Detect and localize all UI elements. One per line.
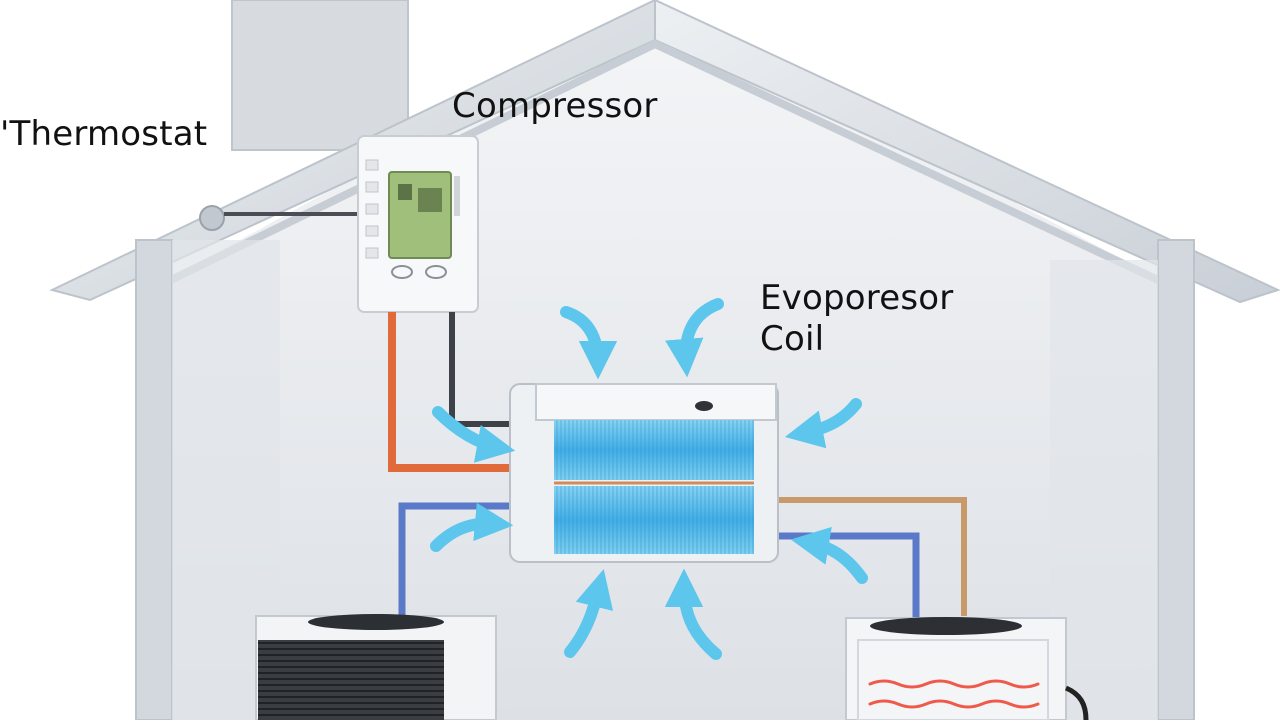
- evaporator-coil-label: Evoporesor Coil: [760, 278, 954, 359]
- airflow-arrow-icon: [664, 568, 722, 660]
- back-wall-right: [1050, 260, 1158, 720]
- air-handler-icon: [509, 383, 779, 563]
- thermostat-icon: [357, 135, 479, 313]
- airflow-arrow-icon: [790, 526, 868, 584]
- ceiling-sensor: [199, 205, 225, 231]
- thermostat-label: 'Thermostat: [0, 114, 208, 154]
- roof-right: [654, 0, 1280, 304]
- copper-line-right: [776, 497, 967, 616]
- condenser-unit-icon: [255, 614, 497, 720]
- compressor-label: Compressor: [452, 86, 658, 126]
- back-wall-left: [172, 240, 280, 720]
- airflow-arrow-icon: [665, 298, 724, 378]
- hot-refrigerant-line: [388, 312, 512, 472]
- airflow-arrows: [430, 298, 868, 660]
- right-wall: [1157, 239, 1195, 720]
- airflow-arrow-icon: [564, 569, 614, 658]
- left-wall: [135, 239, 173, 720]
- airflow-arrow-icon: [432, 406, 516, 463]
- heat-exchanger-unit: [845, 617, 1089, 720]
- chimney: [231, 0, 409, 151]
- inner-roof-edge: [138, 39, 1192, 299]
- airflow-arrow-icon: [430, 502, 514, 552]
- airflow-arrow-icon: [560, 306, 618, 380]
- airflow-arrow-icon: [784, 398, 862, 449]
